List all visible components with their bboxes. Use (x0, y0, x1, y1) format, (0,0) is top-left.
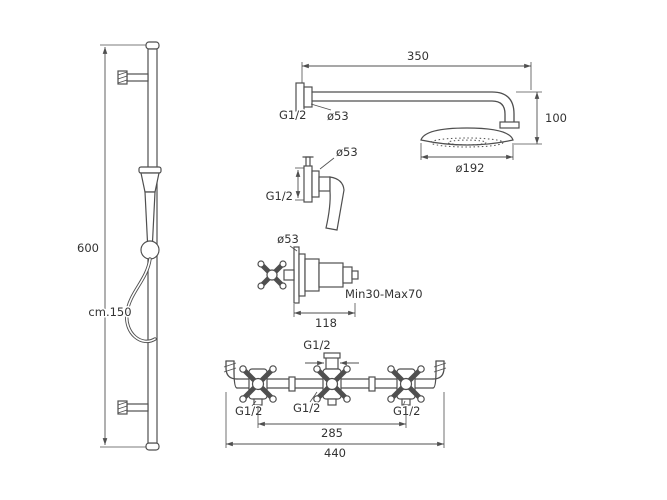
arm-connector-nut (499, 121, 520, 129)
slider-holder (140, 240, 160, 260)
dim-head-offset: 100 (514, 91, 568, 145)
arm-tube-inner (311, 100, 506, 123)
elbow-escutcheon (311, 170, 320, 198)
valve-cap (342, 266, 353, 284)
wall-elbow (302, 156, 345, 231)
elbow-thread-label: G1/2 (266, 189, 293, 203)
arm-escutcheon (303, 86, 313, 108)
manifold-valve-center (313, 365, 351, 406)
dim-valve-depth: 118 (293, 303, 356, 332)
right-thread-leader (402, 400, 406, 407)
bottom-bracket-arm (126, 403, 149, 412)
head-body (420, 127, 514, 146)
arm-wall-flange (295, 82, 305, 112)
arm-length-label: 350 (407, 49, 429, 63)
pipe-union-left (288, 376, 296, 392)
dim-rail-height: 600 (76, 44, 146, 448)
manifold-left-thread-label: G1/2 (235, 404, 262, 418)
elbow-dia-label: ø53 (336, 145, 358, 159)
valve-dia-leader (289, 245, 298, 252)
right-elbow-outer (432, 360, 445, 380)
manifold-right-thread-label: G1/2 (393, 404, 420, 418)
arm-thread-label: G1/2 (279, 108, 306, 122)
elbow-dia-leader (319, 157, 335, 170)
pipe-union-right (368, 376, 376, 392)
hand-shower (125, 166, 162, 343)
valve-wall-plate (293, 246, 300, 304)
manifold-center-thread-label: G1/2 (293, 401, 320, 415)
manifold-top-thread-label: G1/2 (303, 338, 330, 352)
valve-collar (304, 258, 320, 292)
elbow-hub (318, 176, 331, 192)
rail-bottom-cap (145, 442, 160, 451)
dim-manifold-top-thread: G1/2 (302, 337, 359, 366)
valve-escutcheon (298, 253, 306, 297)
center-valve-top-nut (323, 352, 341, 359)
dim-head-diameter: ø192 (420, 143, 514, 177)
rail-height-label: 600 (77, 241, 99, 255)
spray-face-inner (447, 139, 487, 146)
total-width-label: 440 (324, 446, 346, 460)
center-valve-top-stub (325, 356, 339, 370)
valve-temp-range-label: Min30-Max70 (345, 287, 423, 301)
top-bracket-arm (126, 73, 149, 82)
head-dia-label: ø192 (456, 161, 485, 175)
valve-dia-label: ø53 (277, 232, 299, 246)
valve-body (318, 262, 344, 288)
dim-valve-spacing: 285 (257, 406, 407, 442)
valve-spacing-label: 285 (321, 426, 343, 440)
dim-total-width: 440 (225, 392, 445, 462)
manifold-valve-right (387, 365, 425, 406)
head-offset-label: 100 (545, 111, 567, 125)
manifold-valve-left (239, 365, 277, 406)
top-bracket-hatch (117, 71, 128, 84)
dim-elbow-thread: G1/2 (264, 167, 304, 205)
valve-handle-cross (258, 261, 286, 289)
valve-depth-label: 118 (315, 316, 337, 330)
hand-shower-face (138, 166, 162, 174)
arm-escutcheon-leader (310, 103, 332, 111)
left-elbow-inner (233, 360, 238, 389)
valve-handle-hub (266, 269, 278, 281)
right-elbow-hatch (433, 362, 447, 373)
elbow-wall-flange (303, 165, 313, 203)
thermostatic-valve (257, 246, 359, 304)
rail-top-cap (145, 41, 160, 50)
right-elbow-inner (432, 360, 437, 389)
valve-handle-stem (283, 269, 295, 281)
elbow-down-pipe (325, 176, 345, 231)
arm-escutcheon-dia-label: ø53 (327, 109, 349, 123)
left-elbow-outer (225, 360, 238, 380)
left-elbow-hatch (223, 362, 237, 373)
arm-tube-outer (311, 91, 515, 123)
dim-arm-length: 350 (301, 48, 532, 90)
hose-length-label: cm.150 (88, 305, 131, 319)
bottom-bracket-hatch (117, 401, 128, 414)
center-thread-leader (309, 391, 318, 403)
shower-hose-highlight (126, 258, 156, 343)
shower-head (420, 127, 514, 148)
manifold (223, 352, 447, 406)
valve-outlet (351, 270, 359, 280)
shower-arm (295, 82, 520, 129)
spray-face-outer (430, 137, 504, 148)
left-thread-leader (251, 400, 257, 407)
